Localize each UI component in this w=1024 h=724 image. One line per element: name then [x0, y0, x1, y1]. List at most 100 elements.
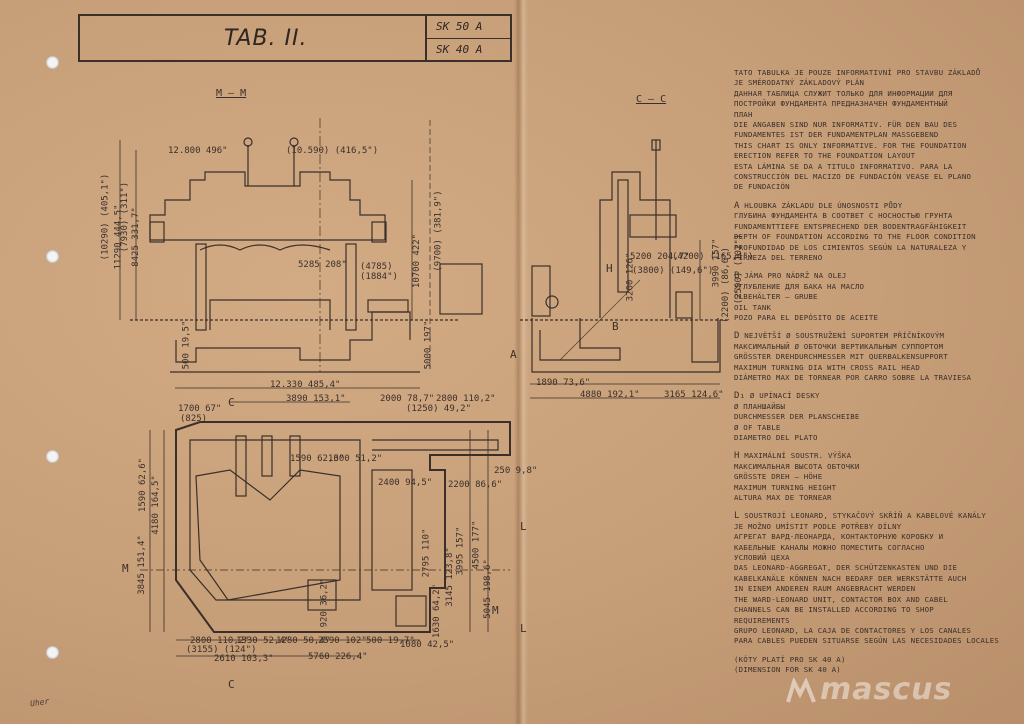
dim-label: 2800 110,2" [190, 636, 250, 646]
marker-label: A [510, 348, 517, 361]
notes-panel: TATO TABULKA JE POUZE INFORMATIVNÍ PRO S… [734, 68, 1016, 676]
dim-label: 250 9,8" [494, 466, 538, 476]
note-line: CONSTRUCCIÓN DEL MACIZO DE FUNDACIÓN VEA… [734, 172, 972, 182]
dim-label: (3155) (124") [186, 645, 257, 655]
dim-label: 3200 126" [625, 252, 636, 302]
dim-label: 2400 94,5" [378, 478, 433, 488]
note-key: L [734, 511, 740, 522]
note-line: АГРЕГАТ ВАРД-ЛЕОНАРДА, КОНТАКТОРНУЮ КОРО… [734, 532, 944, 542]
note-key: D [734, 331, 740, 342]
note-key: B [734, 271, 740, 282]
marker-label: M [492, 604, 499, 617]
note-line: Ø OF TABLE [734, 422, 781, 432]
note-line: HLOUBKA ZÁKLADU DLE ÚNOSNOSTI PŮDY [744, 200, 903, 210]
note-line: OIL TANK [734, 302, 772, 312]
note-line: PROFUNDIDAD DE LOS CIMIENTOS SEGÚN LA NA… [734, 242, 967, 252]
dim-label: 1300 51,2" [328, 454, 383, 464]
dim-label: 500 19,7" [366, 636, 415, 646]
note-line: DAS LEONARD-AGGREGAT, DER SCHÜTZENKASTEN… [734, 563, 958, 573]
note-line: ПЛАН [734, 109, 753, 119]
note-line: GRÖSSTER DREHDURCHMESSER MIT QUERBALKENS… [734, 352, 948, 362]
note-line: DURCHMESSER DER PLANSCHEIBE [734, 412, 860, 422]
dim-label: (3800) (149,6") [632, 266, 714, 276]
note-line: JE MOŽNO UMÍSTIT PODLE POTŘEBY DÍLNY [734, 521, 902, 531]
note-key: H [734, 451, 740, 462]
note-line: REQUIREMENTS [734, 615, 790, 625]
note-line: PARA CABLES PUEDEN SITUARSE SEGÚN LAS NE… [734, 636, 1000, 646]
note-line: THIS CHART IS ONLY INFORMATIVE. FOR THE … [734, 140, 967, 150]
note-line: CHANNELS CAN BE INSTALLED ACCORDING TO S… [734, 605, 934, 615]
dim-label: 12.800 496" [168, 146, 228, 156]
title-block: TAB. II. SK 50 A SK 40 A [78, 14, 512, 62]
dim-label: 5285 208" [298, 260, 347, 270]
dim-label: 3990 157" [711, 238, 722, 288]
dim-label: 4880 192,1" [580, 390, 640, 400]
model-label-1: SK 50 A [436, 20, 483, 33]
note-line: NEJVĚTŠÍ Ø SOUSTRUŽENÍ SUPORTEM PŘÍČNÍKO… [744, 331, 945, 341]
note-line: УСЛОВИЙ ЦЕХА [734, 553, 790, 563]
note-line: (KÓTY PLATÍ PRO SK 40 A) [734, 654, 846, 664]
dim-label: (4200) (165,4") [672, 252, 754, 262]
dim-label: 4180 164,5" [150, 475, 161, 535]
marker-label: C [228, 678, 235, 691]
note-key: D₁ [734, 391, 746, 402]
dim-label: 3845 151,4" [136, 535, 147, 595]
note-line: Ø UPÍNACÍ DESKY [749, 391, 820, 401]
binder-hole-4 [46, 646, 59, 659]
dim-label: 2610 103,3" [214, 654, 274, 664]
page-fold [514, 0, 528, 724]
note-line: MAXIMUM TURNING HEIGHT [734, 482, 837, 492]
note-line: FUNDAMENTES IST DER FUNDAMENTPLAN MASSGE… [734, 130, 939, 140]
dim-label: 5760 226,4" [308, 652, 368, 662]
dim-label: (9700) (381,9") [433, 190, 444, 272]
note-line: DEPTH OF FOUNDATION ACCORDING TO THE FLO… [734, 232, 976, 242]
note-line: (DIMENSION FOR SK 40 A) [734, 665, 841, 675]
note-line: DIÁMETRO MAX DE TORNEAR POR CARRO SOBRE … [734, 372, 972, 382]
note-line: FUNDAMENTTIEFE ENTSPRECHEND DER BODENTRA… [734, 221, 967, 231]
dim-label: 5200 204,7" [630, 252, 690, 262]
dim-label: (1884") [360, 272, 398, 282]
note-line: FIRMEZA DEL TERRENO [734, 252, 823, 262]
dim-label: (10290) (405,1") [100, 173, 111, 261]
dim-label: 2000 78,7" [380, 394, 435, 404]
dim-label: 5000 197" [423, 320, 434, 370]
note-line: ДАННАЯ ТАБЛИЦА СЛУЖИТ ТОЛЬКО ДЛЯ ИНФОРМА… [734, 88, 953, 98]
note-line: УГЛУБЛЕНИЕ ДЛЯ БАКА НА МАСЛО [734, 281, 865, 291]
note-line: ALTURA MAX DE TORNEAR [734, 493, 832, 503]
note-line: ERECTION REFER TO THE FOUNDATION LAYOUT [734, 151, 916, 161]
marker-label: B [612, 320, 619, 333]
note-line: MAXIMUM TURNING DIA WITH CROSS RAIL HEAD [734, 362, 920, 372]
note-line: GRUPO LEONARD, LA CAJA DE CONTACTORES Y … [734, 625, 972, 635]
dim-label: 2800 110,2" [436, 394, 496, 404]
note-line: MAXIMÁLNÍ SOUSTR. VÝŠKA [744, 451, 852, 461]
binder-hole-1 [46, 56, 59, 69]
dim-label: (825) [180, 414, 208, 424]
dim-label: 10700 422" [412, 233, 423, 289]
note-line: POZO PARA EL DEPÓSITO DE ACEITE [734, 312, 879, 322]
dim-label: (7930) (311") [120, 181, 131, 253]
marker-label: H [606, 262, 613, 275]
note-line: GRÖSSTE DREH – HÖHE [734, 472, 823, 482]
dim-label: 1630 64,2" [432, 583, 443, 639]
dim-label: (2200) (86,6") [720, 247, 731, 323]
note-line: ÖLBEHÄLTER – GRUBE [734, 292, 818, 302]
dim-label: 12.330 485,4" [270, 380, 341, 390]
note-line: IN EINEM ANDEREN RAUM ANGEBRACHT WERDEN [734, 584, 916, 594]
dim-label: 1080 42,5" [400, 640, 455, 650]
dim-label: 2795 110" [421, 528, 432, 578]
note-key: A [734, 200, 740, 211]
note-line: SOUSTROJÍ LEONARD, STYKAČOVÝ SKŘÍŇ A KAB… [744, 511, 987, 521]
dim-label: 3995 157" [455, 526, 466, 576]
sheet-title: TAB. II. [224, 26, 308, 51]
note-line: МАКСИМАЛЬНЫЙ Ø ОБТОЧКИ ВЕРТИКАЛЬНЫМ СУПП… [734, 341, 944, 351]
dim-label: 920 36,2" [319, 578, 330, 628]
note-line: Ø ПЛАНШАЙБЫ [734, 401, 786, 411]
binder-hole-2 [46, 250, 59, 263]
dim-label: 4500 177" [471, 520, 482, 570]
dim-label: 1590 62,6" [138, 457, 149, 513]
dim-label: 2200 86,6" [448, 480, 503, 490]
note-line: TATO TABULKA JE POUZE INFORMATIVNÍ PRO S… [734, 68, 981, 77]
dim-label: 3165 124,6" [664, 390, 724, 400]
dim-label: 500 19,5" [181, 320, 192, 370]
